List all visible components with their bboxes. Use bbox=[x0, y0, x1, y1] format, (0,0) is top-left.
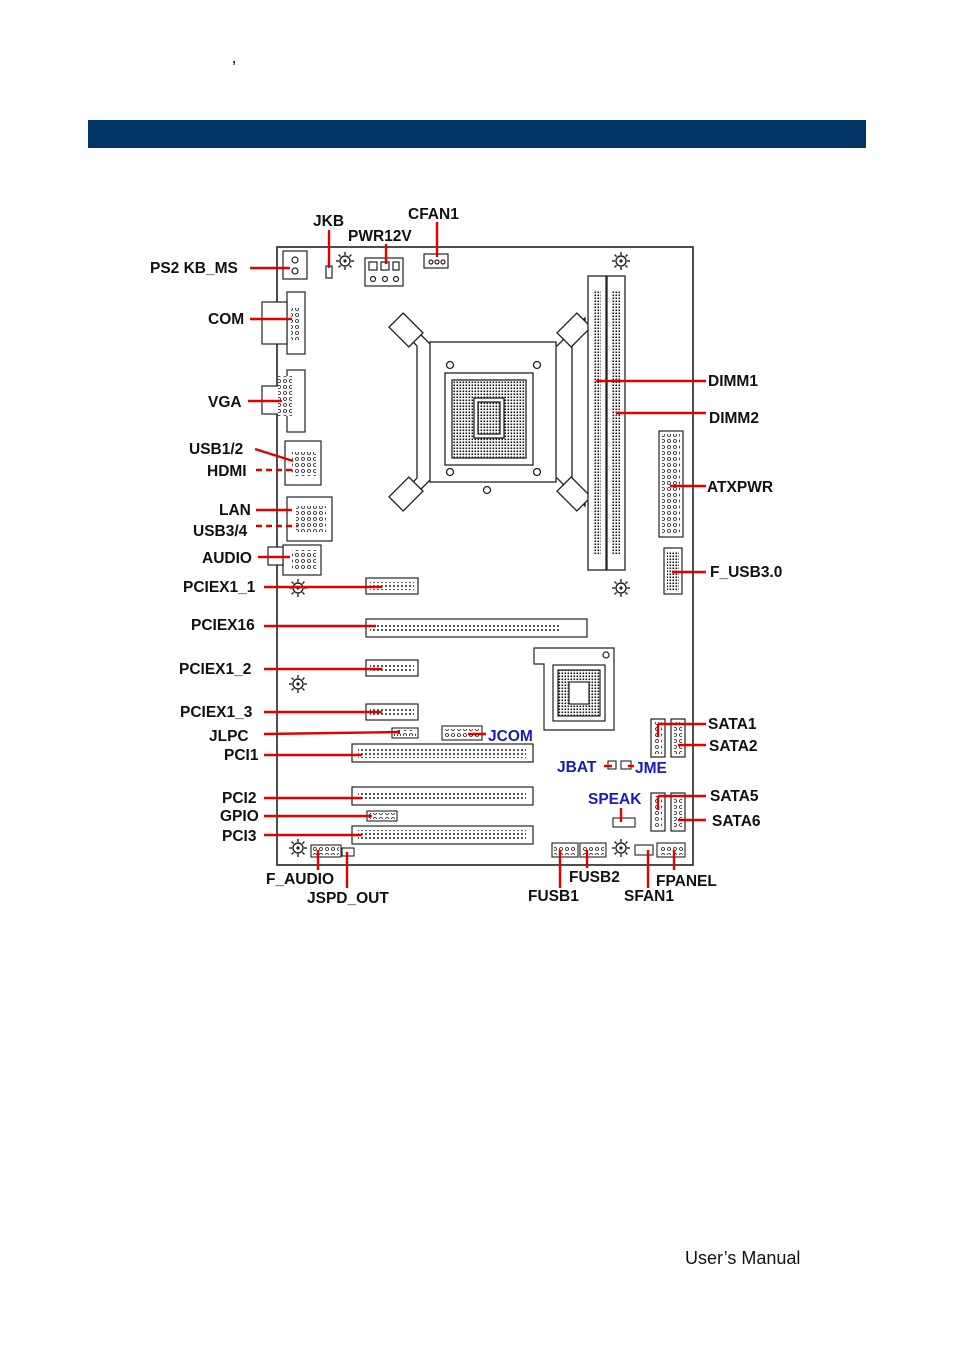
label-usb34: USB3/4 bbox=[193, 523, 248, 540]
label-pci3: PCI3 bbox=[222, 828, 257, 845]
label-fpanel: FPANEL bbox=[656, 873, 717, 890]
label-fusb2: FUSB2 bbox=[569, 869, 620, 886]
section-banner bbox=[88, 120, 866, 148]
label-pci1: PCI1 bbox=[224, 747, 259, 764]
chipset bbox=[533, 647, 615, 731]
label-jme: JME bbox=[635, 760, 667, 777]
label-sata5: SATA5 bbox=[710, 788, 759, 805]
label-com: COM bbox=[208, 311, 244, 328]
label-dimm1: DIMM1 bbox=[708, 373, 758, 390]
label-f-usb30: F_USB3.0 bbox=[710, 564, 782, 581]
label-jkb: JKB bbox=[313, 213, 344, 230]
label-pciex16: PCIEX16 bbox=[191, 617, 255, 634]
header-mark: ’ bbox=[232, 58, 236, 78]
label-gpio: GPIO bbox=[220, 808, 259, 825]
label-fusb1: FUSB1 bbox=[528, 888, 579, 905]
label-f-audio: F_AUDIO bbox=[266, 871, 334, 888]
label-jspd-out: JSPD_OUT bbox=[307, 890, 389, 907]
label-pciex1-3: PCIEX1_3 bbox=[180, 704, 253, 721]
cpu-socket bbox=[388, 312, 592, 512]
label-sata1: SATA1 bbox=[708, 716, 757, 733]
sata-connectors bbox=[650, 718, 686, 832]
label-pciex1-2: PCIEX1_2 bbox=[179, 661, 251, 678]
component-labels: JKB CFAN1 PWR12V PS2 KB_MS COM VGA USB1/… bbox=[150, 206, 782, 907]
atx-power-connector bbox=[658, 430, 684, 595]
label-usb12: USB1/2 bbox=[189, 441, 243, 458]
label-hdmi: HDMI bbox=[207, 463, 247, 480]
dimm-slots bbox=[587, 275, 626, 571]
label-pciex1-1: PCIEX1_1 bbox=[183, 579, 256, 596]
leader-lines bbox=[248, 222, 706, 888]
rear-io-pin-detail bbox=[278, 308, 326, 570]
label-audio: AUDIO bbox=[202, 550, 252, 567]
label-ps2-kb-ms: PS2 KB_MS bbox=[150, 260, 238, 277]
board-outline bbox=[276, 246, 694, 866]
label-jbat: JBAT bbox=[557, 759, 597, 776]
label-cfan1: CFAN1 bbox=[408, 206, 459, 223]
label-vga: VGA bbox=[208, 394, 242, 411]
label-sata2: SATA2 bbox=[709, 738, 758, 755]
label-pci2: PCI2 bbox=[222, 790, 256, 807]
label-dimm2: DIMM2 bbox=[709, 410, 759, 427]
label-jcom: JCOM bbox=[488, 728, 533, 745]
footer-manual-label: User’s Manual bbox=[685, 1248, 801, 1268]
label-atxpwr: ATXPWR bbox=[707, 479, 773, 496]
label-sata6: SATA6 bbox=[712, 813, 761, 830]
label-pwr12v: PWR12V bbox=[348, 228, 412, 245]
label-lan: LAN bbox=[219, 502, 251, 519]
label-jlpc: JLPC bbox=[209, 728, 249, 745]
top-connectors bbox=[364, 253, 449, 287]
expansion-slots bbox=[351, 577, 588, 845]
label-speak: SPEAK bbox=[588, 791, 642, 808]
label-sfan1: SFAN1 bbox=[624, 888, 674, 905]
